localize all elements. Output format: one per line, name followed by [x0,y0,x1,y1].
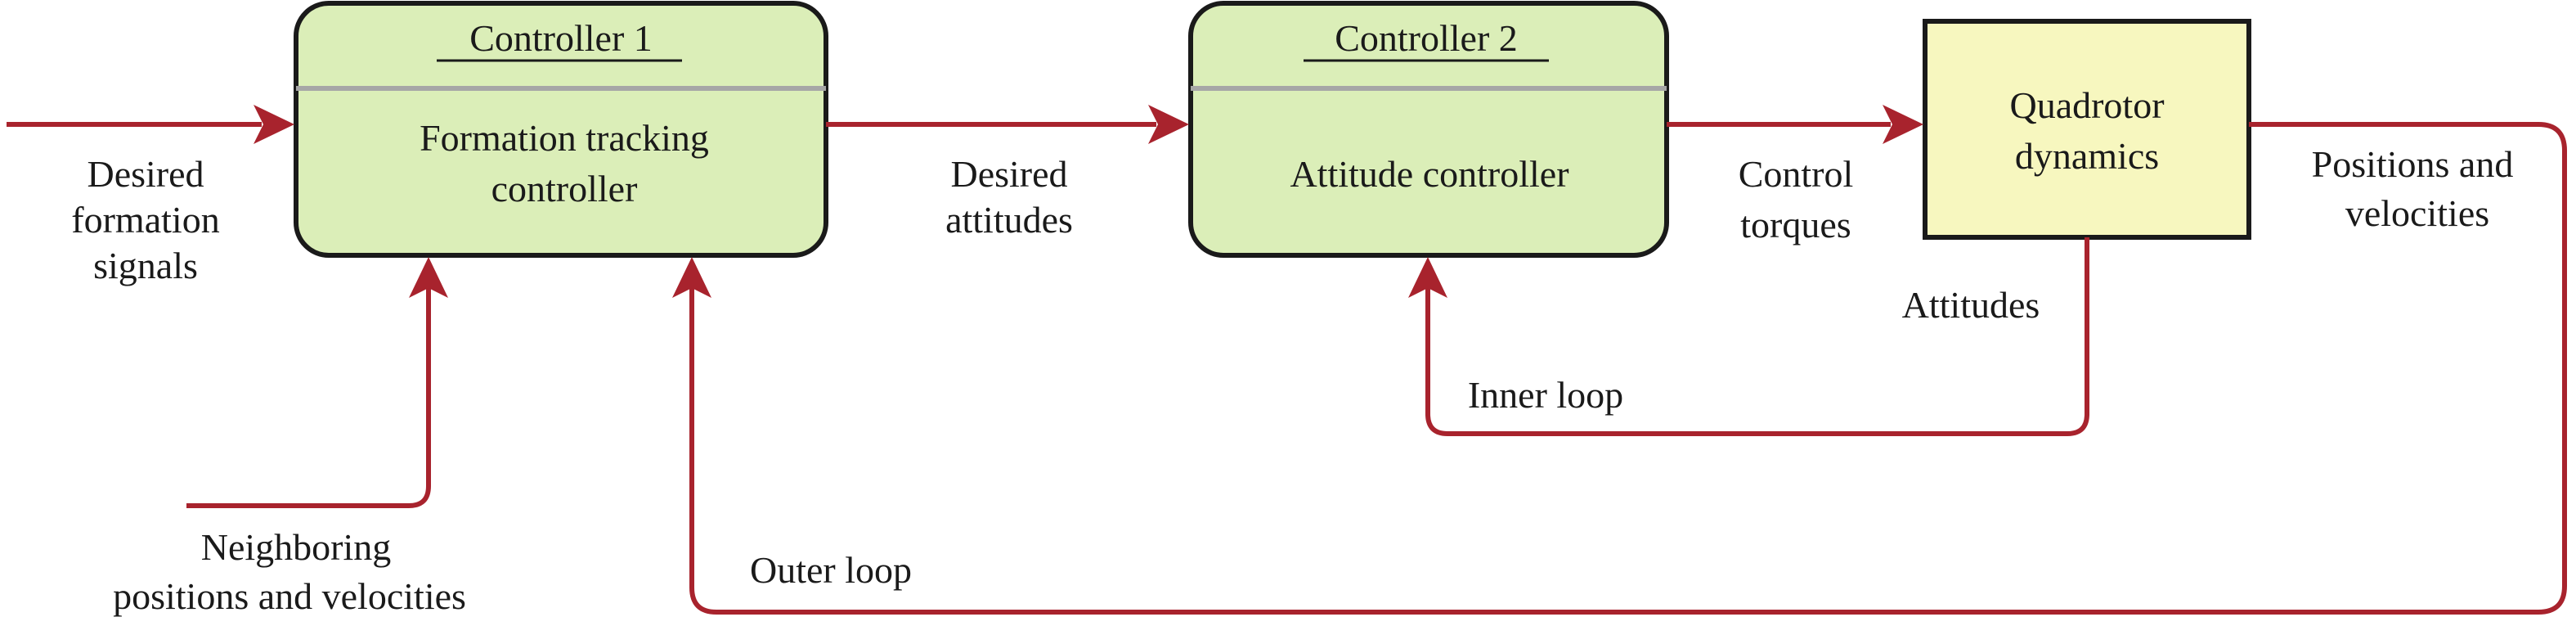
controller-1-box [294,1,828,258]
inner-loop-arrowhead [1408,257,1447,298]
desired-formation-label-line-2: formation [71,199,219,241]
neighboring-label-line-1: Neighboring [201,526,392,568]
controller-1-body-line-1: Formation tracking [420,117,709,159]
neighboring-label-line-2: positions and velocities [113,575,466,617]
quadrotor-block: Quadrotor dynamics [1923,19,2251,240]
positions-velocities-label-line-1: Positions and [2312,143,2514,185]
outer-loop-wire [689,122,2567,615]
controller-1-body-line-2: controller [491,168,638,209]
outer-loop-arrowhead [672,257,711,298]
inner-loop-wire [1425,237,2089,436]
desired-attitudes-label-line-2: attitudes [945,199,1073,241]
quadrotor-box [1923,19,2251,240]
neighboring-arrowhead [409,257,448,298]
neighboring-wire [186,288,431,508]
control-torques-label-line-2: torques [1740,204,1851,245]
controller-1-title: Controller 1 [469,17,653,59]
controller-2-box [1188,1,1669,258]
signal-labels: Desired formation signals Desired attitu… [71,143,2513,617]
desired-formation-arrowhead [254,105,294,144]
inner-loop-label: Inner loop [1468,374,1623,416]
control-torques-label-line-1: Control [1739,153,1854,195]
signal-wires [7,105,2567,615]
desired-attitudes-arrowhead [1148,105,1189,144]
controller-2-block: Controller 2 Attitude controller [1188,1,1669,258]
controller-2-title: Controller 2 [1335,17,1518,59]
outer-loop-label: Outer loop [750,549,912,591]
controller-1-block: Controller 1 Formation tracking controll… [294,1,828,258]
positions-velocities-label-line-2: velocities [2345,192,2489,234]
desired-attitudes-label-line-1: Desired [950,153,1067,195]
attitudes-label: Attitudes [1902,284,2040,326]
control-torques-arrowhead [1883,105,1923,144]
quadrotor-label-line-1: Quadrotor [2009,84,2164,126]
desired-formation-label-line-1: Desired [87,153,204,195]
quadrotor-label-line-2: dynamics [2015,135,2159,177]
desired-formation-label-line-3: signals [93,245,198,286]
controller-2-body-line-1: Attitude controller [1290,153,1568,195]
